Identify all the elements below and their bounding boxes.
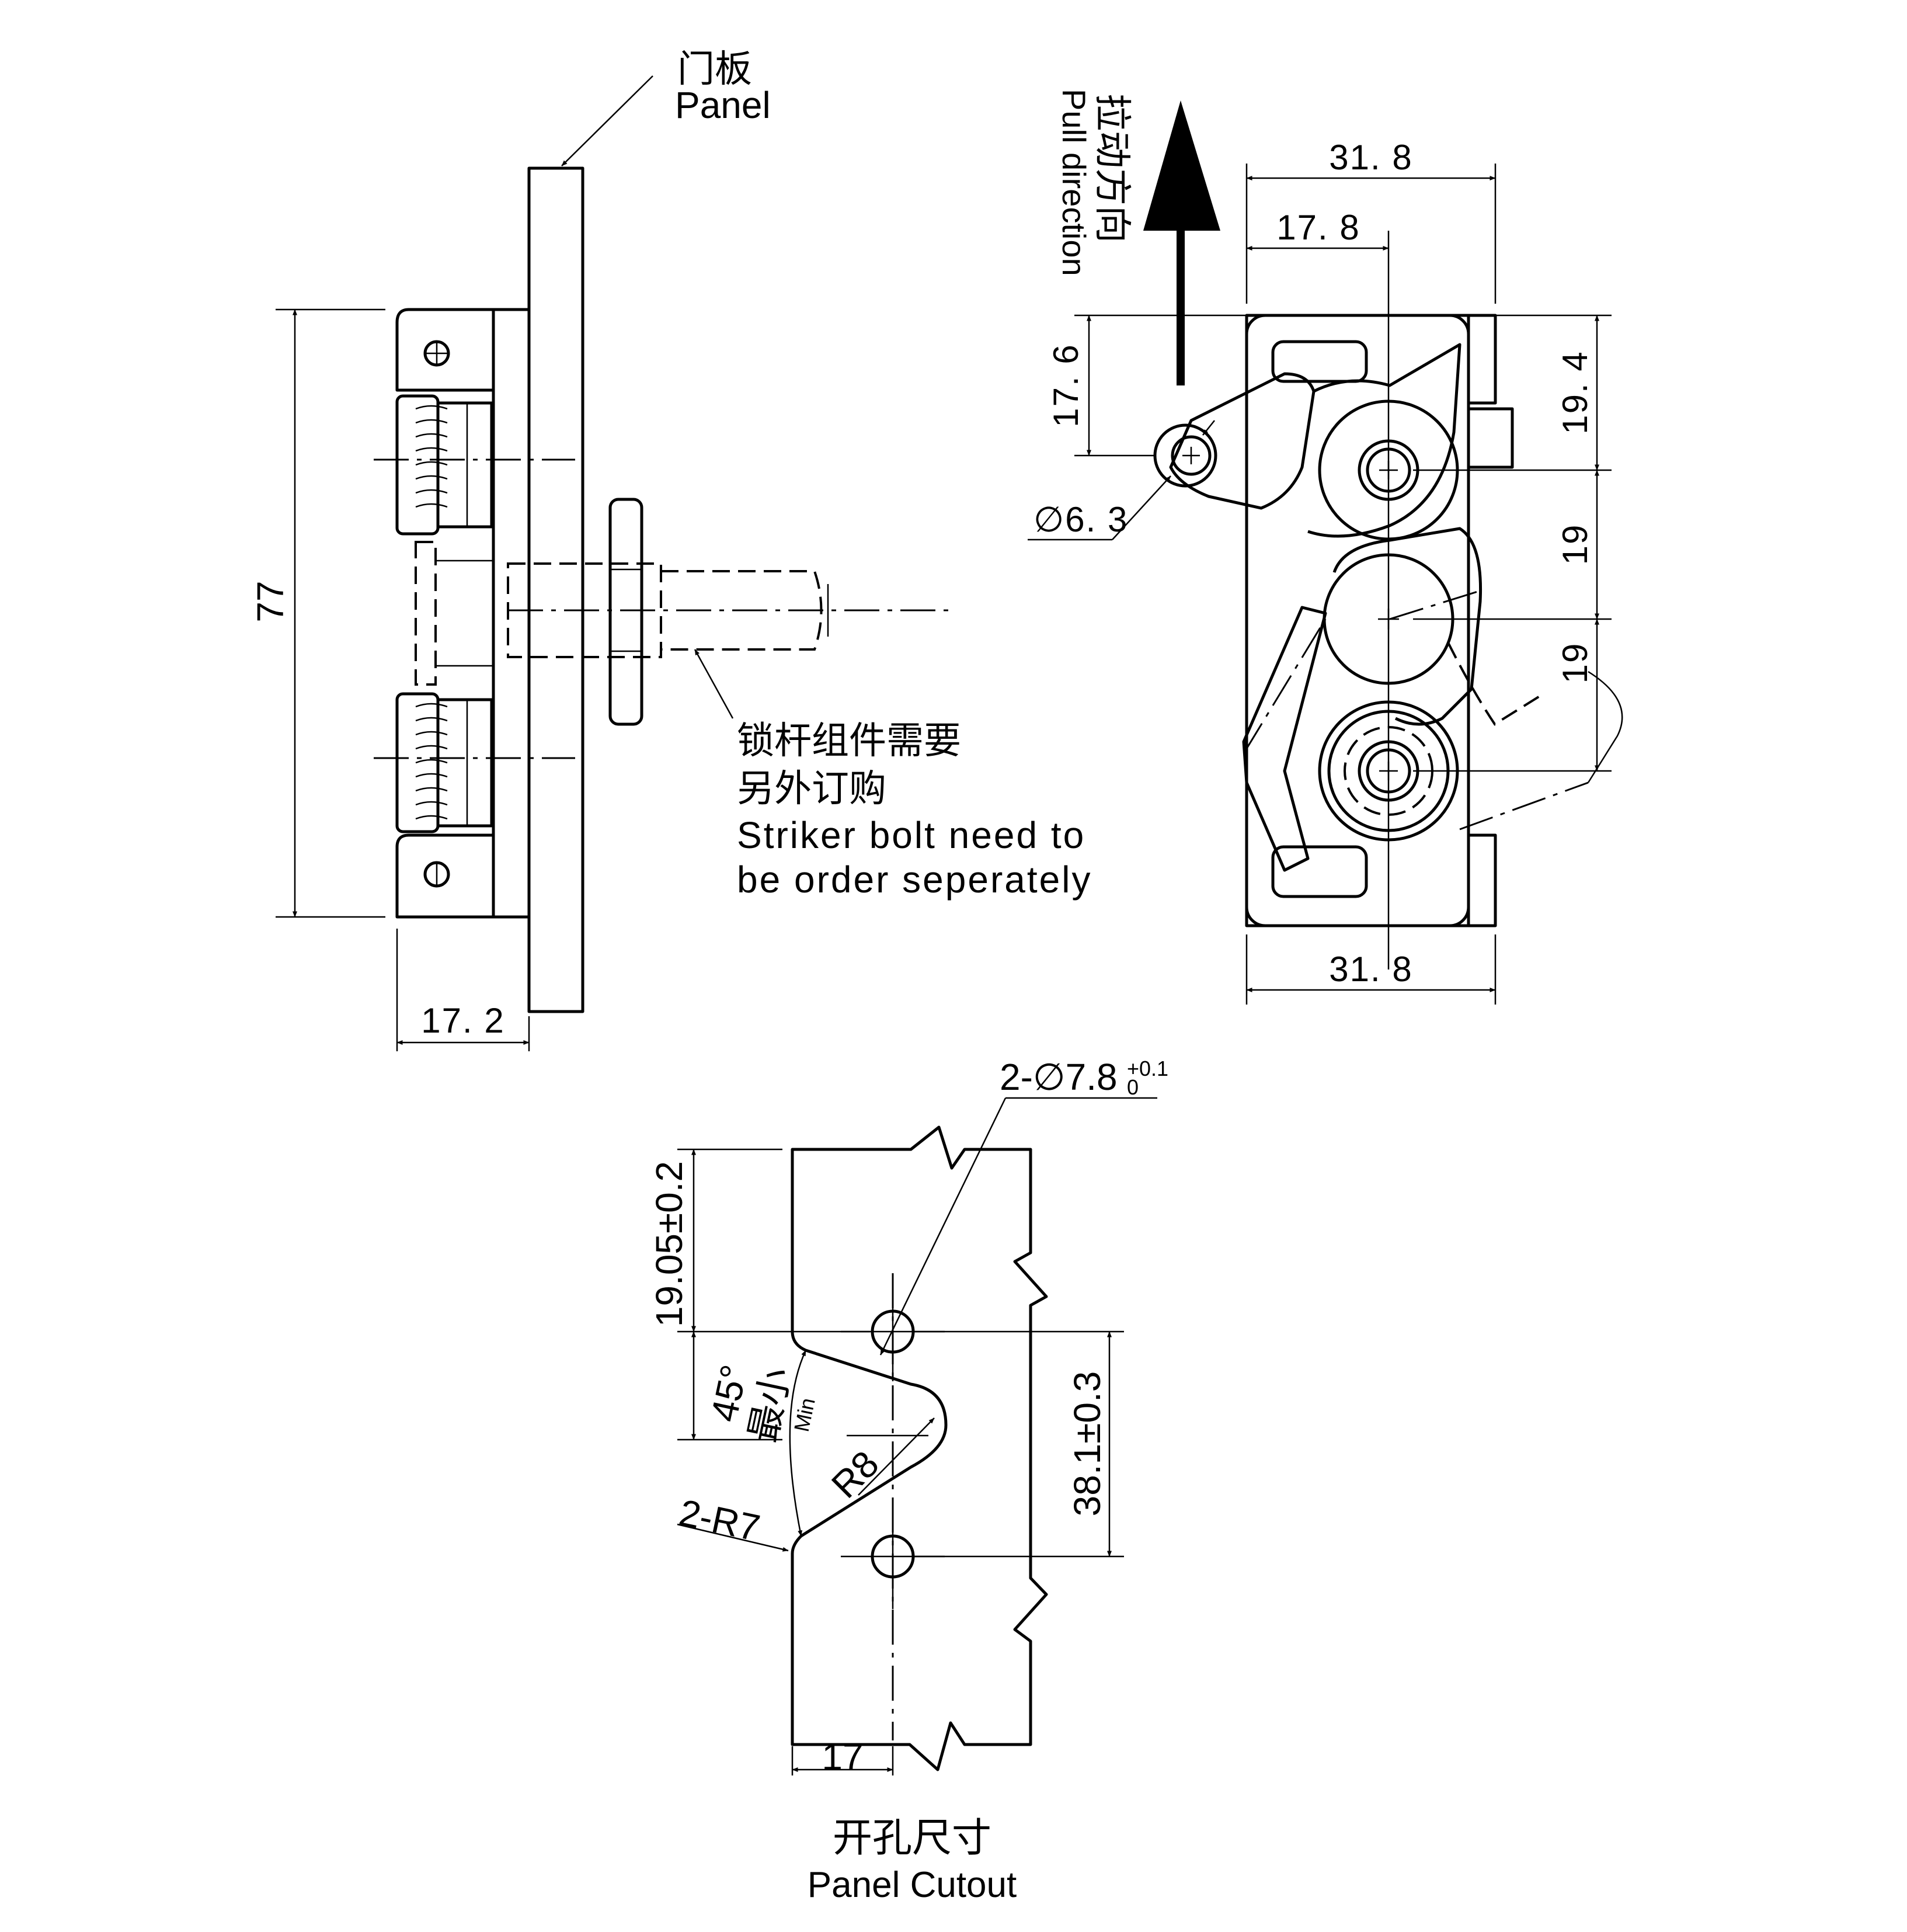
upper-side-block [1467, 314, 1497, 405]
cam-phantom-centerline [1389, 589, 1484, 620]
r7-text: 2-R7 [676, 1491, 764, 1549]
hole-6-3-leader-b [1202, 420, 1215, 436]
dim-31-8-bottom-text: 31. 8 [1329, 950, 1412, 989]
latch-housing [1245, 314, 1470, 927]
pull-arrow-head [1143, 100, 1220, 231]
front-view: 拉动方向 Pull direction [1028, 89, 1623, 1005]
trigger-lever [1169, 372, 1316, 510]
lower-spring-coils [415, 703, 448, 820]
panel-label-cn: 门板 [677, 48, 752, 90]
upper-spring-coils [415, 405, 448, 508]
side-view: 门板 Panel [249, 48, 1092, 1051]
hole-6-3-leader-a [1112, 475, 1171, 540]
panel-leader [561, 75, 653, 166]
pawl-centerline [1243, 618, 1327, 754]
dim-17-2-text: 17. 2 [421, 1001, 504, 1040]
pawl [1242, 606, 1327, 872]
upper-ear [395, 308, 493, 392]
upper-slot [1271, 340, 1368, 383]
dim-19-4-text: 19. 4 [1555, 350, 1595, 434]
open-lever-phantom [1587, 670, 1623, 783]
lower-side-block [1467, 833, 1497, 927]
striker-note-cn-1: 锁杆组件需要 [737, 720, 961, 762]
trigger-hole [1171, 435, 1212, 476]
hole-6-3-text: ∅6. 3 [1033, 500, 1128, 539]
upper-drum [436, 401, 493, 529]
panel-plate [527, 166, 584, 1013]
dim-19-05-text: 19.05±0.2 [648, 1161, 690, 1327]
holes-tol-plus: +0.1 [1127, 1057, 1168, 1080]
open-position-phantom [1447, 642, 1543, 726]
r7-leader [677, 1523, 789, 1552]
latch-flange [492, 308, 531, 919]
dim-17-6-text: 17. 6 [1046, 343, 1085, 427]
lower-ear [395, 833, 493, 919]
middle-rotor-hidden [415, 541, 437, 686]
dim-19-a-text: 19 [1555, 524, 1595, 565]
panel-label-en: Panel [675, 84, 771, 126]
lower-slot [1271, 845, 1368, 898]
striker-leader [694, 649, 734, 719]
lower-drum [436, 698, 493, 828]
striker-note-en-1: Striker bolt need to [737, 814, 1085, 856]
holes-text: 2-∅7.8 [1000, 1056, 1118, 1098]
r8-leader [858, 1417, 935, 1496]
r8-text: R8 [823, 1443, 887, 1506]
dim-17-8-text: 17. 8 [1276, 208, 1360, 247]
housing-rounded [1245, 314, 1470, 927]
side-tab [1468, 407, 1514, 469]
striker-note-cn-2: 另外订购 [737, 767, 886, 809]
angle-min-en: Min [789, 1396, 820, 1434]
cutout-caption-cn: 开孔尺寸 [833, 1816, 991, 1860]
striker-note-en-2: be order seperately [737, 859, 1092, 901]
panel-cutout-view: 2-∅7.8 +0.1 0 19.05±0.2 45° 最小 Min R8 2-… [648, 1056, 1168, 1905]
cutout-outline [791, 1125, 1048, 1771]
holes-leader [879, 1097, 1007, 1356]
holes-tol-zero: 0 [1127, 1075, 1139, 1099]
pull-label-cn: 拉动方向 [1091, 93, 1133, 243]
striker-knob [608, 498, 643, 726]
dim-17-text: 17 [822, 1736, 863, 1778]
pull-label-en: Pull direction [1056, 89, 1092, 276]
cutout-caption-en: Panel Cutout [808, 1865, 1017, 1905]
dim-19-b-text: 19 [1555, 642, 1595, 684]
angle-arc [789, 1350, 807, 1537]
trigger-body [1307, 343, 1461, 538]
dim-38-1-text: 38.1±0.3 [1066, 1371, 1108, 1517]
dim-77-text: 77 [249, 581, 291, 622]
open-phantom-centerline [1459, 781, 1589, 831]
dim-31-8-top-text: 31. 8 [1329, 138, 1412, 177]
